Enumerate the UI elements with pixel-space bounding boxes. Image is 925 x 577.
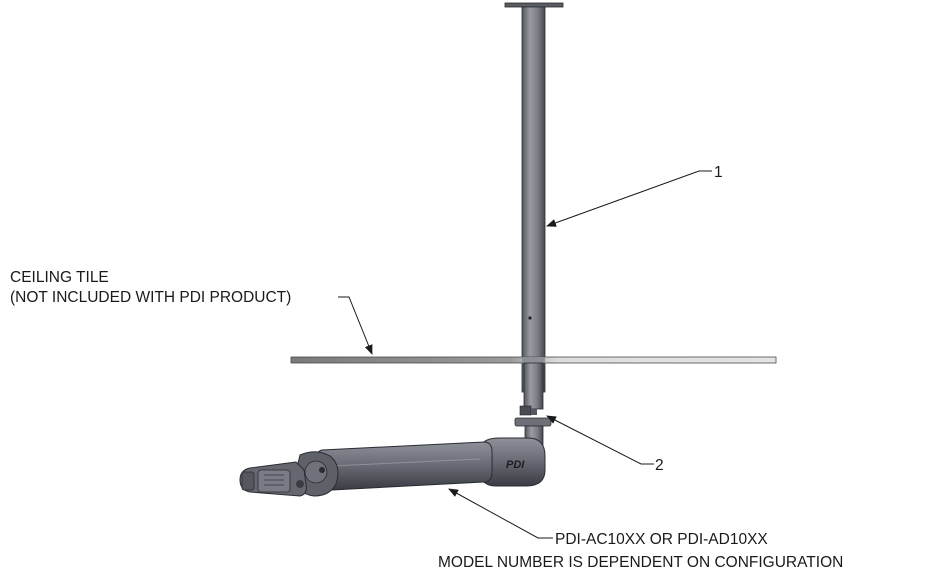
ceiling-tile	[290, 356, 777, 364]
model-number-label: PDI-AC10XX OR PDI-AD10XX	[555, 531, 768, 548]
callout-part1: 1	[714, 164, 723, 181]
leader-lines	[338, 170, 712, 539]
leader-line-ceiling-tile	[338, 296, 373, 355]
ceiling-mount-plate	[504, 2, 564, 8]
ceiling-tile-label: CEILING TILE	[10, 269, 109, 286]
articulating-arm: PDI	[239, 437, 546, 497]
leader-line-part1	[546, 170, 712, 227]
arm-logo: PDI	[506, 459, 525, 471]
vertical-pole	[521, 6, 546, 394]
lower-pole	[523, 362, 544, 410]
leader-line-part2	[546, 415, 654, 465]
ceiling-tile-note: (NOT INCLUDED WITH PDI PRODUCT)	[10, 289, 291, 306]
leader-line-model	[448, 488, 553, 539]
model-configuration-note: MODEL NUMBER IS DEPENDENT ON CONFIGURATI…	[438, 554, 843, 571]
callout-part2: 2	[655, 457, 664, 474]
